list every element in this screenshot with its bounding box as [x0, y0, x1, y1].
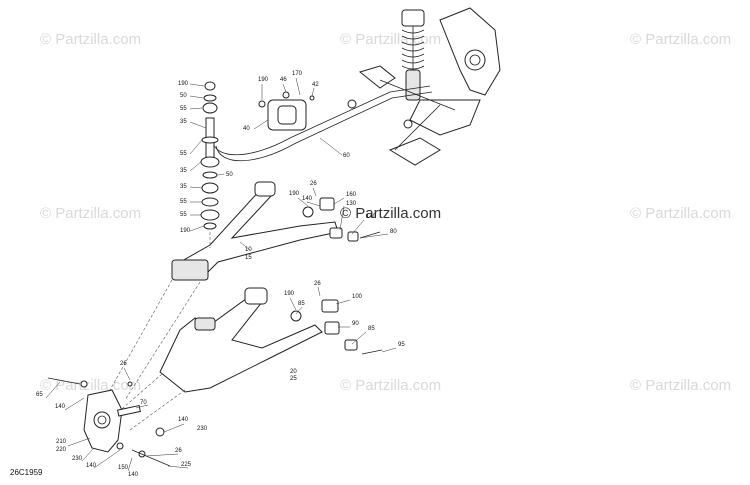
callout: 95: [398, 342, 405, 348]
watermark: © Partzilla.com: [630, 205, 731, 222]
watermark: © Partzilla.com: [340, 31, 441, 48]
callout: 26: [175, 448, 182, 454]
callout: 42: [312, 82, 319, 88]
callout: 35: [180, 168, 187, 174]
callout: 190: [180, 228, 191, 234]
callout: 15: [245, 255, 252, 261]
callout: 140: [86, 463, 97, 469]
callout: 50: [226, 172, 233, 178]
callout: 35: [180, 119, 187, 125]
callout: 140: [178, 417, 189, 423]
callout: 190: [258, 77, 269, 83]
lower-control-arm: [159, 287, 383, 393]
callout: 190: [289, 191, 300, 197]
callout: 130: [346, 201, 357, 207]
callout: 26: [310, 181, 317, 187]
callout: 140: [128, 472, 139, 478]
callout: 225: [181, 462, 192, 468]
callout: 190: [178, 81, 189, 87]
upper-control-arm: [171, 181, 381, 281]
watermark: © Partzilla.com: [630, 377, 731, 394]
callout: 50: [180, 93, 187, 99]
callout: 140: [302, 196, 313, 202]
callout: 25: [290, 376, 297, 382]
callout: 230: [72, 456, 83, 462]
callout: 26: [120, 361, 127, 367]
shock-absorber-assembly: [347, 7, 501, 166]
callout: 35: [180, 184, 187, 190]
callout: 70: [140, 400, 147, 406]
callout: 90: [352, 321, 359, 327]
callout: 55: [180, 151, 187, 157]
callout: 140: [55, 404, 66, 410]
callout: 190: [284, 291, 295, 297]
callout: 60: [343, 153, 350, 159]
callout: 160: [346, 192, 357, 198]
callout: 210: [56, 439, 67, 445]
callout: 80: [390, 229, 397, 235]
callout: 26: [314, 281, 321, 287]
callout: 170: [292, 71, 303, 77]
callout: 230: [197, 426, 208, 432]
watermark: © Partzilla.com: [630, 31, 731, 48]
callout-labels: 190 50 55 35 55 35 50 55 55 35 190 190 4…: [36, 71, 405, 478]
center-watermark: © Partzilla.com: [340, 205, 441, 222]
callout: 85: [368, 326, 375, 332]
diagram-code: 26C1959: [10, 468, 43, 477]
callout: 100: [352, 294, 363, 300]
callout: 85: [298, 301, 305, 307]
link-fastener-stack: [200, 81, 220, 230]
callout: 46: [280, 77, 287, 83]
callout: 220: [56, 447, 67, 453]
callout: 10: [245, 247, 252, 253]
assembly-lines: [109, 232, 211, 431]
callout: 20: [290, 369, 297, 375]
callout: 40: [243, 126, 250, 132]
watermark: © Partzilla.com: [40, 31, 141, 48]
callout: 150: [118, 465, 129, 471]
callout: 65: [36, 392, 43, 398]
callout: 140: [366, 214, 377, 220]
leader-lines: [45, 77, 397, 472]
sway-bar: [211, 85, 433, 162]
watermark: © Partzilla.com: [340, 377, 441, 394]
callout: 55: [180, 199, 187, 205]
watermarks: © Partzilla.com © Partzilla.com © Partzi…: [40, 31, 731, 394]
callout: 55: [180, 106, 187, 112]
callout: 55: [180, 212, 187, 218]
watermark: © Partzilla.com: [40, 205, 141, 222]
knuckle-assembly: [47, 377, 171, 467]
